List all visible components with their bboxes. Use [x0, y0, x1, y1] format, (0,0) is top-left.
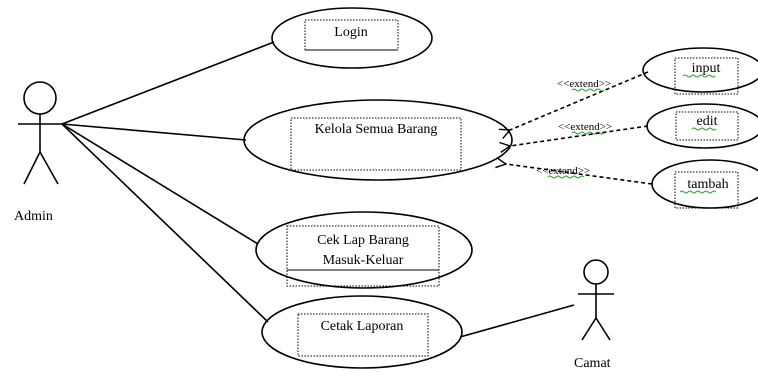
admin-label: Admin	[14, 209, 53, 224]
tambah-label: tambah	[687, 177, 728, 192]
assoc-camat-cetak	[459, 304, 575, 338]
usecase-tambah[interactable]: tambah	[651, 159, 758, 209]
extend-edit-label: <<extend>>	[558, 121, 612, 133]
input-label: input	[692, 61, 721, 76]
admin-actor	[18, 81, 62, 185]
cek-label-line1: Cek Lap Barang	[317, 233, 409, 248]
extend-tambah-underline	[547, 175, 585, 179]
kelola-label: Kelola Semua Barang	[315, 122, 438, 137]
usecase-edit[interactable]: edit	[646, 103, 758, 149]
usecase-cek-lap[interactable]: Cek Lap Barang Masuk-Keluar	[255, 211, 473, 289]
assoc-admin-kelola	[61, 123, 247, 141]
login-label: Login	[334, 25, 367, 40]
assoc-admin-cetak	[61, 123, 269, 323]
assoc-admin-cek	[61, 123, 259, 245]
usecase-login[interactable]: Login	[271, 7, 433, 69]
extend-edit-underline	[571, 131, 605, 135]
edit-label: edit	[697, 114, 718, 129]
camat-actor	[578, 259, 614, 341]
usecase-kelola[interactable]: Kelola Semua Barang	[243, 99, 513, 181]
usecase-cetak[interactable]: Cetak Laporan	[261, 295, 463, 369]
extend-edit-arrow	[510, 125, 649, 146]
cek-label-line2: Masuk-Keluar	[323, 253, 404, 268]
extend-input-arrow	[510, 71, 649, 130]
extend-tambah-label: <<extend>>	[536, 165, 590, 177]
usecase-input[interactable]: input	[642, 47, 758, 95]
extend-input-label: <<extend>>	[557, 78, 611, 90]
extend-input-underline	[571, 88, 605, 92]
cetak-label: Cetak Laporan	[321, 319, 404, 334]
extend-tambah-arrow	[506, 164, 653, 185]
camat-label: Camat	[574, 356, 611, 371]
assoc-admin-login	[61, 41, 275, 125]
